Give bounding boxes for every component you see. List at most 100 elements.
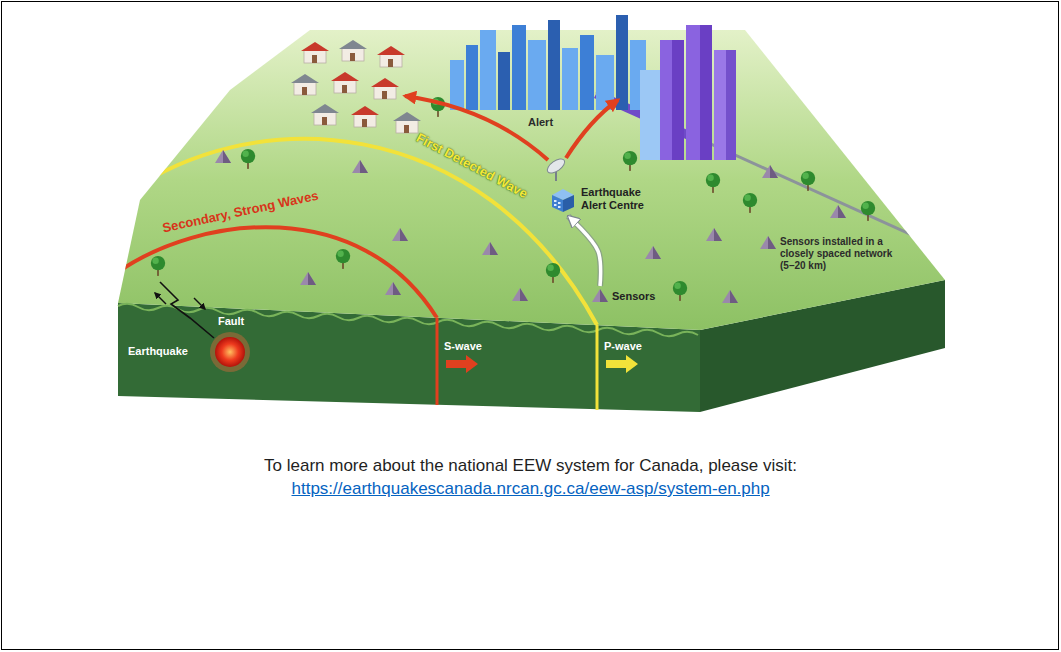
city-skyline: [528, 40, 546, 110]
sensor-cones: [512, 288, 528, 301]
connectors: [568, 216, 601, 286]
alert-label: Alert: [528, 116, 553, 129]
building-icon: [552, 195, 563, 212]
wave-fronts: [446, 355, 478, 373]
city-skyline: [672, 40, 684, 160]
wave-fronts: [596, 325, 599, 410]
fault-line: [155, 282, 214, 338]
city-skyline: [660, 40, 684, 160]
sensor-icon: [592, 289, 608, 302]
sensor-icon: [600, 289, 608, 302]
city-skyline: [450, 60, 464, 110]
houses: [291, 40, 421, 133]
earthquake-focus: [210, 332, 250, 372]
sensor-cones: [830, 205, 846, 218]
houses: [393, 112, 421, 133]
city-skyline: [726, 50, 736, 160]
ground-block: [118, 30, 945, 412]
sensor-cones: [762, 165, 778, 178]
trees: [241, 149, 255, 169]
trees: [673, 281, 687, 301]
city-skyline: [562, 48, 578, 110]
trees: [623, 151, 637, 171]
caption-text: To learn more about the national EEW sys…: [0, 456, 1061, 476]
url-link: https://earthquakescanada.nrcan.gc.ca/ee…: [292, 479, 770, 499]
city-skyline: [498, 52, 510, 110]
signal-arrow: [568, 216, 601, 286]
city-skyline: [512, 25, 526, 110]
trees: [151, 97, 875, 301]
trees: [801, 171, 815, 191]
wave-fronts: [118, 227, 437, 318]
city-skyline: [480, 30, 496, 110]
alert-arrows: [566, 100, 618, 158]
trees: [546, 263, 560, 283]
sensor-cones: [482, 242, 498, 255]
satellite-dish: [545, 156, 567, 181]
signal-arrow: [568, 216, 601, 286]
building-icon: [558, 206, 561, 208]
sensor-cones: [392, 228, 408, 241]
sensor-cones: [385, 282, 401, 295]
houses: [377, 46, 405, 67]
fault-line: [155, 293, 166, 304]
s-wave-label: S-wave: [444, 340, 482, 353]
alert-centre-box: Earthquake Alert Centre: [546, 182, 656, 216]
building-icon: [563, 195, 574, 212]
sensor-cones: [215, 150, 846, 303]
wave-fronts: [436, 318, 439, 405]
sensor-icon: [592, 289, 608, 303]
city-skyline: [466, 45, 478, 110]
earthquake-label: Earthquake: [128, 345, 188, 358]
houses: [339, 40, 367, 61]
sensor-box: Sensors: [589, 286, 658, 306]
wave-fronts: [606, 355, 638, 373]
houses: [351, 106, 379, 127]
trees: [706, 173, 720, 193]
houses: [331, 72, 359, 93]
wave-fronts: [118, 139, 597, 325]
sensor-icon: [760, 236, 776, 249]
city-skyline: [616, 15, 628, 110]
houses: [291, 74, 319, 95]
legend-entry: Sensors installed in a closely spaced ne…: [760, 236, 898, 272]
sensor-cones: [300, 272, 316, 285]
sensor-icon: [768, 236, 776, 249]
sensor-cones: [215, 150, 231, 163]
city-skyline: [714, 50, 736, 160]
earthquake-focus: [215, 337, 245, 367]
city-skyline: [580, 35, 594, 110]
building-icon: [549, 185, 577, 213]
city-skyline: [686, 25, 712, 160]
sensor-cones: [645, 246, 661, 259]
city-skyline: [700, 25, 712, 160]
trees: [336, 249, 350, 269]
ground-block: [118, 30, 945, 330]
node-label: Earthquake Alert Centre: [581, 186, 653, 211]
signal-arrow-outline: [568, 216, 601, 286]
building-icon: [554, 204, 557, 206]
building-icon: [558, 202, 561, 204]
houses: [371, 78, 399, 99]
node-label: Sensors: [612, 290, 655, 303]
wave-fronts: [118, 139, 638, 410]
p-wave-label: P-wave: [604, 340, 642, 353]
houses: [311, 104, 339, 125]
fault-line: [194, 298, 205, 309]
trees: [151, 256, 165, 276]
city-skyline: [596, 55, 614, 110]
city-skyline: [548, 20, 560, 110]
wave-fronts: [118, 139, 597, 325]
legend-text: Sensors installed in a closely spaced ne…: [780, 236, 898, 272]
sensor-icon: [760, 236, 776, 250]
city-skyline: [450, 15, 736, 160]
houses: [301, 42, 329, 63]
sensor-cones: [706, 228, 722, 241]
fault-line: [160, 282, 214, 338]
city-skyline: [640, 70, 660, 160]
trees: [861, 201, 875, 221]
